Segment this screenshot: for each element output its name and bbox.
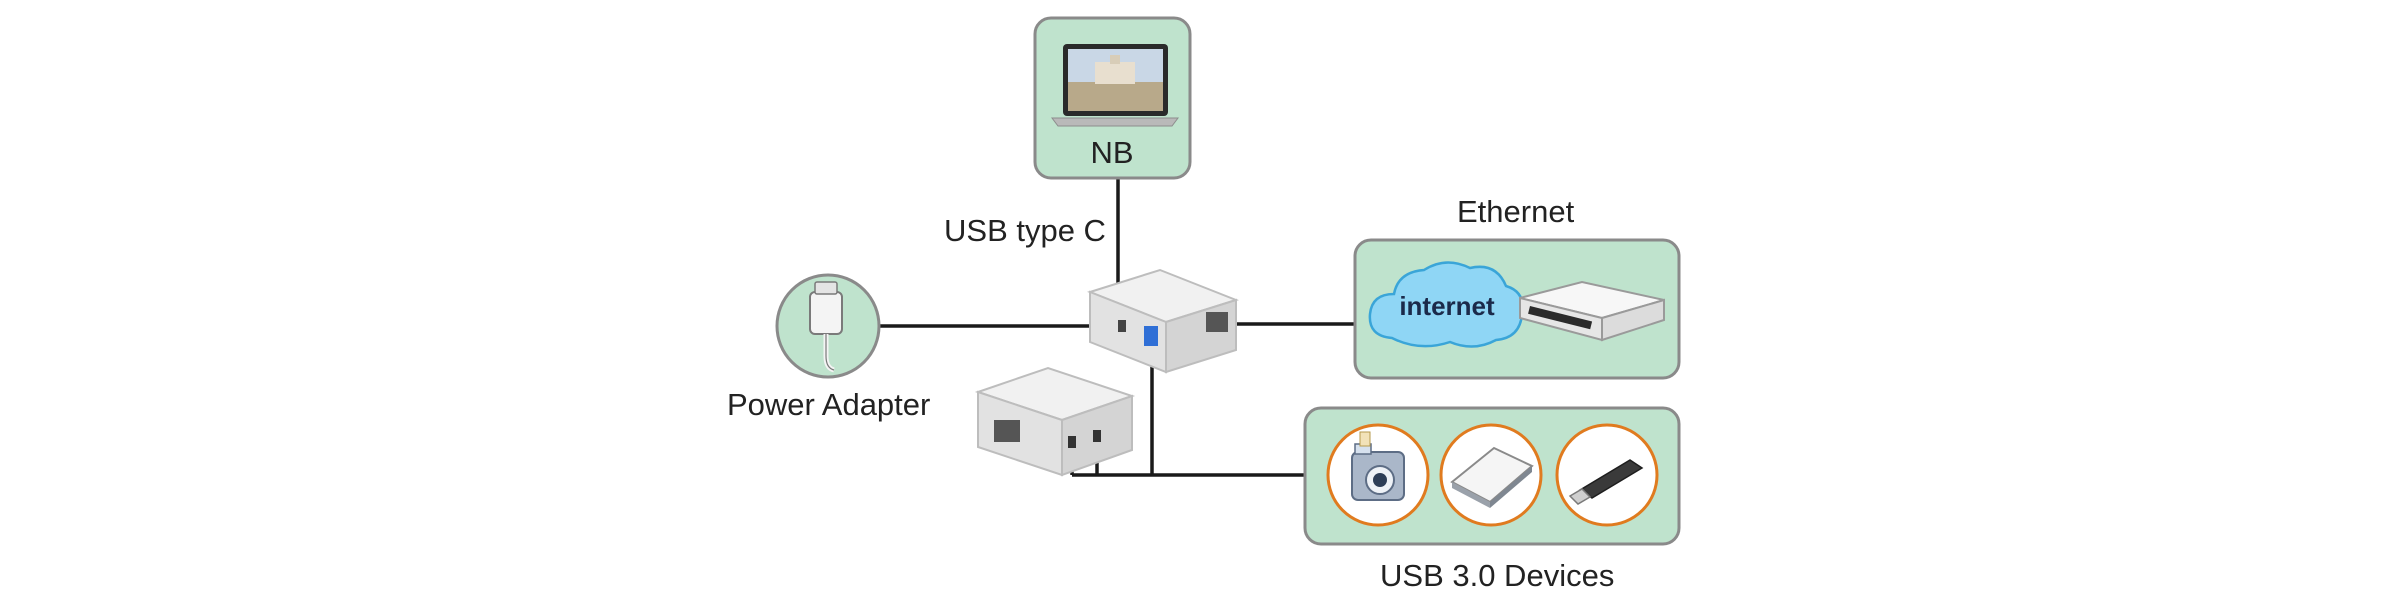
ethernet-panel: internet [1353,238,1681,380]
usb-type-c-label: USB type C [944,213,1106,248]
dock-hub-icon [1087,268,1239,374]
nb-label: NB [1090,135,1133,170]
usb-stick-device [1555,423,1659,527]
router-icon [1519,280,1665,342]
nb-panel: NB [1033,16,1192,180]
camera-device [1326,423,1430,527]
power-adapter-node [775,273,881,379]
internet-label: internet [1399,291,1495,321]
usb-devices-panel [1303,406,1681,546]
usb-stick-icon [1568,459,1644,505]
hard-drive-icon [1450,446,1534,508]
dock-usb-port-a [1068,436,1076,448]
ethernet-label: Ethernet [1457,194,1575,229]
usb3-devices-label: USB 3.0 Devices [1380,558,1614,593]
secondary-dock-icon [974,366,1136,477]
power-adapter-icon [809,281,843,373]
laptop-icon [1051,44,1179,127]
cloud-icon: internet [1368,261,1524,348]
camera-icon [1351,431,1405,501]
power-adapter-label: Power Adapter [727,387,930,422]
hub-ethernet-port [1206,312,1228,332]
hub-usb-port [1144,326,1158,346]
dock-usb-port-b [1093,430,1101,442]
hub-power-port [1118,320,1126,332]
hard-drive-device [1439,423,1543,527]
dock-ethernet-port [994,420,1020,442]
